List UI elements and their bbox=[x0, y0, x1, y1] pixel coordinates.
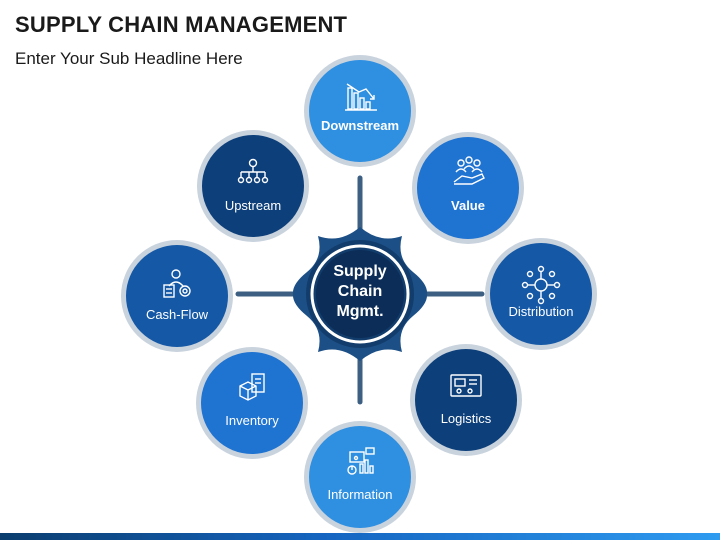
bottom-accent-bar bbox=[0, 533, 720, 540]
node-circle bbox=[126, 245, 228, 347]
node-label-inventory: Inventory bbox=[225, 413, 279, 428]
worker-gear-icon bbox=[163, 269, 191, 298]
node-circle bbox=[309, 426, 411, 528]
node-label-distribution: Distribution bbox=[508, 304, 574, 319]
node-label-cash-flow: Cash-Flow bbox=[145, 307, 209, 322]
center-label: Supply Chain Mgmt. bbox=[320, 262, 400, 322]
node-circle bbox=[201, 352, 303, 454]
hub-ring bbox=[310, 244, 410, 344]
node-distribution[interactable] bbox=[485, 238, 597, 350]
box-document-icon bbox=[239, 373, 265, 401]
node-circle bbox=[415, 349, 517, 451]
node-label-upstream: Upstream bbox=[224, 198, 282, 213]
delivery-truck-board-icon bbox=[450, 374, 482, 397]
network-hub-icon bbox=[521, 265, 561, 305]
node-label-information: Information bbox=[327, 487, 393, 502]
node-inventory[interactable] bbox=[196, 347, 308, 459]
node-label-logistics: Logistics bbox=[440, 411, 492, 426]
hub-core bbox=[316, 250, 404, 338]
page-subtitle: Enter Your Sub Headline Here bbox=[15, 49, 243, 68]
node-downstream[interactable] bbox=[304, 55, 416, 167]
center-label-line-3: Mgmt. bbox=[336, 303, 384, 320]
data-analytics-icon bbox=[347, 447, 375, 475]
hand-with-people-icon bbox=[453, 156, 485, 185]
center-hub bbox=[292, 227, 428, 361]
node-information[interactable] bbox=[304, 421, 416, 533]
center-label-line-1: Supply bbox=[333, 263, 387, 280]
org-hierarchy-icon bbox=[237, 158, 269, 184]
node-upstream[interactable] bbox=[197, 130, 309, 242]
node-cash-flow[interactable] bbox=[121, 240, 233, 352]
page-title: SUPPLY CHAIN MANAGEMENT bbox=[15, 12, 348, 37]
node-logistics[interactable] bbox=[410, 344, 522, 456]
bar-chart-declining-icon bbox=[345, 83, 377, 111]
node-circle bbox=[309, 60, 411, 162]
node-label-downstream: Downstream bbox=[320, 118, 400, 133]
node-circle bbox=[202, 135, 304, 237]
node-value[interactable] bbox=[412, 132, 524, 244]
node-circle bbox=[417, 137, 519, 239]
node-label-value: Value bbox=[451, 198, 485, 213]
center-label-line-2: Chain bbox=[337, 283, 383, 300]
